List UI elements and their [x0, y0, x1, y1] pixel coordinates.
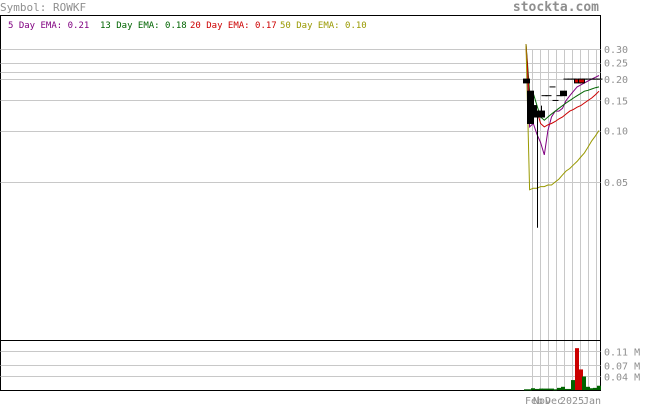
- symbol-label: Symbol: ROWKF: [0, 1, 86, 14]
- volume-bar: [593, 387, 597, 390]
- legend-20-day-ema: 20 Day EMA: 0.17: [190, 21, 277, 31]
- volume-bar: [524, 389, 528, 391]
- volume-tick-label: 0.07 M: [604, 362, 640, 373]
- price-tick-label: 0.10: [604, 127, 628, 138]
- date-label: 2025: [560, 396, 584, 406]
- volume-bar: [528, 389, 532, 391]
- price-bar-body: [523, 78, 530, 84]
- price-panel: 5 Day EMA: 0.21 13 Day EMA: 0.18 20 Day …: [0, 15, 628, 341]
- volume-tick-label: 0.04 M: [604, 373, 640, 384]
- date-label: Feb: [525, 396, 543, 406]
- date-label: Nov: [533, 396, 551, 406]
- volume-bar: [575, 348, 579, 390]
- volume-bar: [561, 386, 565, 390]
- legend-50-day-ema: 50 Day EMA: 0.10: [280, 21, 367, 31]
- volume-bar: [550, 388, 554, 390]
- volume-bar: [568, 388, 572, 390]
- volume-bar: [564, 388, 568, 390]
- price-tick-label: 0.15: [604, 96, 628, 107]
- volume-bar: [542, 388, 546, 390]
- legend-13-day-ema: 13 Day EMA: 0.18: [100, 21, 187, 31]
- volume-bar: [539, 388, 543, 390]
- volume-bar: [553, 389, 557, 391]
- date-label: Jan: [583, 396, 601, 406]
- volume-bar: [582, 376, 586, 390]
- price-panel-frame: [0, 15, 601, 341]
- price-axis: 0.30 0.25 0.20 0.15 0.10 0.05: [604, 45, 628, 189]
- date-label: Dec: [545, 396, 563, 406]
- price-tick-label: 0.25: [604, 59, 628, 70]
- volume-panel: 0.11 M 0.07 M0.04 M: [0, 340, 640, 391]
- volume-bar: [557, 387, 561, 390]
- price-bar-body: [578, 78, 585, 84]
- price-tick-label: 0.05: [604, 178, 628, 189]
- price-bar-body: [538, 110, 545, 118]
- price-bars: [523, 78, 603, 228]
- volume-axis: 0.11 M 0.07 M0.04 M: [604, 348, 640, 384]
- brand-logo-text: stockta.com: [513, 0, 599, 15]
- price-tick-label: 0.30: [604, 45, 628, 56]
- price-bar-body: [560, 90, 567, 97]
- 50-day-ema-line: [525, 44, 600, 191]
- ema-legend: 5 Day EMA: 0.21 13 Day EMA: 0.18 20 Day …: [8, 21, 367, 31]
- 13-day-ema-line: [525, 44, 600, 121]
- volume-bar: [579, 369, 583, 390]
- volume-bar: [546, 388, 550, 390]
- price-tick-label: 0.20: [604, 75, 628, 86]
- legend-5-day-ema: 5 Day EMA: 0.21: [8, 21, 89, 31]
- price-vertical-gridlines: [532, 49, 597, 340]
- volume-bar: [531, 388, 535, 390]
- price-gridlines: [0, 49, 601, 183]
- volume-bar: [571, 380, 575, 390]
- volume-bars: [524, 348, 601, 391]
- volume-bar: [590, 388, 594, 390]
- volume-bar: [586, 386, 590, 390]
- volume-tick-label: 0.11 M: [604, 348, 640, 359]
- volume-gridlines: [0, 351, 601, 377]
- 5-day-ema-line: [525, 44, 600, 156]
- volume-bar: [597, 385, 601, 390]
- volume-bar: [535, 388, 539, 390]
